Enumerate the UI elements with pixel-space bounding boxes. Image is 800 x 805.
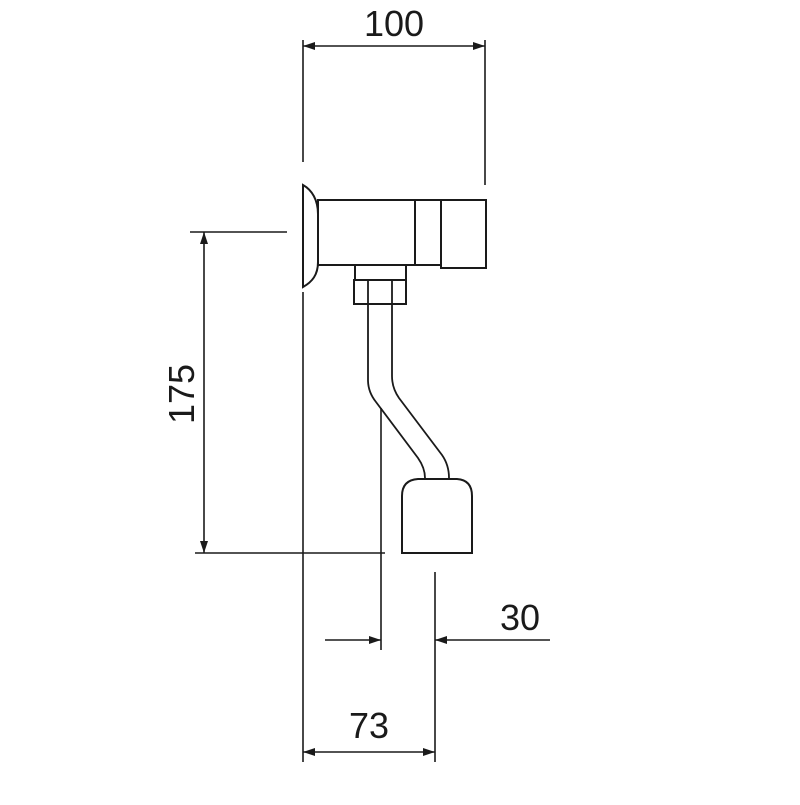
dimension-lines	[200, 42, 550, 756]
dimension-label-175: 175	[161, 364, 202, 424]
wall-flange	[302, 183, 319, 289]
push-button	[440, 199, 487, 269]
pipe-right-edge	[391, 304, 450, 482]
dimension-label-73: 73	[349, 705, 389, 746]
dimension-label-30: 30	[500, 597, 540, 638]
valve-collar	[414, 199, 442, 266]
dimension-label-100: 100	[364, 3, 424, 44]
pipe-left-edge	[367, 304, 426, 482]
hex-nut	[353, 279, 407, 305]
valve-assembly	[302, 183, 487, 554]
outlet-neck	[354, 264, 407, 281]
outlet-head	[401, 478, 473, 554]
valve-body	[317, 199, 416, 266]
dimension-labels: 100 175 30 73	[161, 3, 540, 746]
extension-lines	[190, 40, 486, 762]
